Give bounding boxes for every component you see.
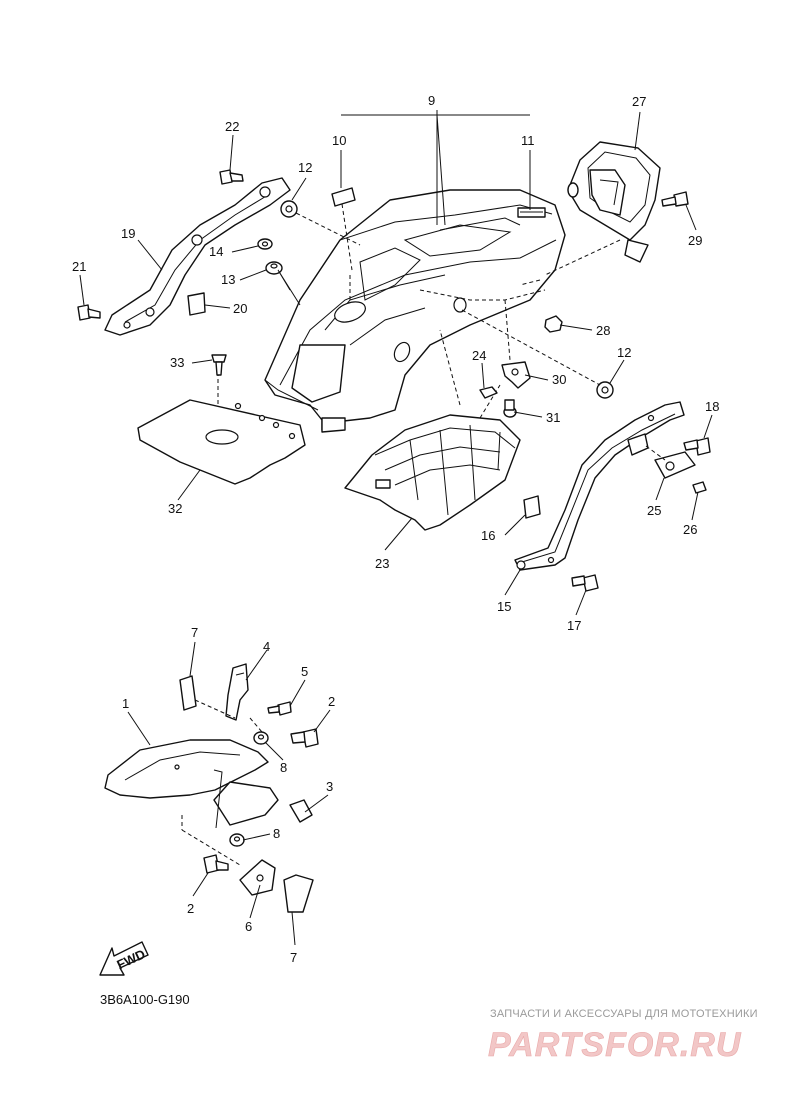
callout-12-lower: 12: [617, 345, 631, 360]
grab-rail-left: [104, 177, 361, 336]
fwd-label: FWD: [114, 946, 147, 972]
pad-20: [187, 292, 206, 316]
bracket-25: [645, 445, 696, 479]
callout-17: 17: [567, 618, 581, 633]
callout-labels: 9 10 11 27 29 22 12 19 14 13 21 20 28 12…: [72, 93, 719, 965]
bolt-2-lower: [203, 854, 229, 874]
washer-14: [257, 238, 273, 250]
bracket-3: [213, 769, 313, 829]
callout-18: 18: [705, 399, 719, 414]
taillight-27: [544, 141, 661, 276]
callout-12-upper: 12: [298, 160, 312, 175]
callout-9: 9: [428, 93, 435, 108]
callout-8-upper: 8: [280, 760, 287, 775]
grab-rail-right: [514, 401, 685, 571]
nut-8-upper: [253, 731, 269, 745]
bolt-31: [503, 399, 517, 418]
callout-7-upper: 7: [191, 625, 198, 640]
pad-7-upper: [179, 675, 197, 711]
leader-lines: [79, 110, 713, 946]
callout-8-lower: 8: [273, 826, 280, 841]
callout-2-lower: 2: [187, 901, 194, 916]
watermark-caption: ЗАПЧАСТИ И АКСЕССУАРЫ ДЛЯ МОТОТЕХНИКИ: [490, 1008, 758, 1020]
callout-25: 25: [647, 503, 661, 518]
nut-8-lower: [229, 833, 245, 847]
callout-19: 19: [121, 226, 135, 241]
callout-26: 26: [683, 522, 697, 537]
screw-33: [211, 354, 227, 376]
nut-24: [479, 386, 498, 399]
callout-31: 31: [546, 410, 560, 425]
fender-stay-6: [239, 859, 276, 896]
callout-4: 4: [263, 639, 270, 654]
bolt-2-upper: [290, 728, 319, 748]
bolt-22: [219, 169, 244, 185]
collar-12-upper: [280, 200, 298, 218]
callout-3: 3: [326, 779, 333, 794]
callout-21: 21: [72, 259, 86, 274]
callout-30: 30: [552, 372, 566, 387]
callout-1: 1: [122, 696, 129, 711]
bolt-17: [571, 574, 599, 592]
callout-20: 20: [233, 301, 247, 316]
callout-22: 22: [225, 119, 239, 134]
callout-24: 24: [472, 348, 486, 363]
screw-26: [692, 481, 707, 494]
callout-32: 32: [168, 501, 182, 516]
callout-33: 33: [170, 355, 184, 370]
callout-2-upper: 2: [328, 694, 335, 709]
callout-23: 23: [375, 556, 389, 571]
inner-fender-23: [344, 329, 521, 531]
callout-13: 13: [221, 272, 235, 287]
bracket-30: [501, 361, 531, 389]
callout-28: 28: [596, 323, 610, 338]
diagram-code: 3B6A100-G190: [100, 992, 190, 1007]
callout-27: 27: [632, 94, 646, 109]
sticker-10: [331, 187, 356, 207]
grommet-13: [265, 261, 283, 275]
callout-14: 14: [209, 244, 223, 259]
nut-28: [544, 315, 563, 333]
front-fender-1: [104, 739, 269, 799]
callout-10: 10: [332, 133, 346, 148]
pad-7-lower: [283, 874, 314, 913]
callout-16: 16: [481, 528, 495, 543]
callout-6: 6: [245, 919, 252, 934]
fwd-arrow-icon: FWD: [99, 941, 149, 976]
bolt-21: [77, 304, 101, 321]
callout-15: 15: [497, 599, 511, 614]
fender-stay-4: [225, 663, 249, 721]
mud-flap-32: [137, 372, 306, 485]
rear-fender: [264, 189, 566, 433]
bolt-29: [661, 191, 689, 207]
callout-7-lower: 7: [290, 950, 297, 965]
callout-29: 29: [688, 233, 702, 248]
watermark-logo-text: PARTSFOR.RU: [488, 1026, 742, 1064]
callout-11: 11: [521, 133, 535, 148]
collar-12-lower: [596, 381, 614, 399]
pad-16: [523, 495, 541, 519]
bolt-5: [267, 701, 292, 716]
callout-5: 5: [301, 664, 308, 679]
bolt-18: [683, 437, 711, 456]
watermark-logo: PARTSFOR.RU: [488, 1026, 742, 1064]
